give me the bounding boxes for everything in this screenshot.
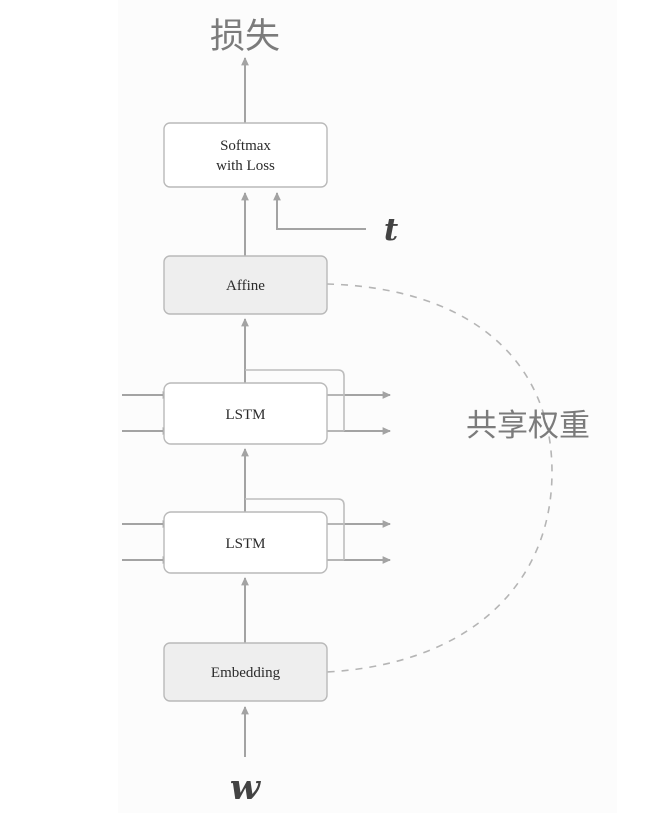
connector-lstm-lower-bracket <box>245 498 345 560</box>
block-softmax-with-loss[interactable]: Softmax with Loss <box>163 122 328 188</box>
block-lstm-upper-shape <box>163 382 328 445</box>
arrow-t-to-softmax <box>273 192 366 230</box>
block-softmax-with-loss-label-line2: with Loss <box>216 158 275 174</box>
block-embedding-shape <box>163 642 328 702</box>
block-embedding-label: Embedding <box>211 665 281 681</box>
connector-lstm-lower-branch <box>327 523 344 561</box>
block-affine-shape <box>163 255 328 315</box>
loss-output-label: 损失 <box>210 17 280 57</box>
block-softmax-with-loss-shape <box>163 122 328 188</box>
block-softmax-with-loss-label-line1: Softmax <box>220 138 271 154</box>
block-affine[interactable]: Affine <box>163 255 328 315</box>
block-lstm-lower-shape <box>163 511 328 574</box>
block-lstm-upper[interactable]: LSTM <box>163 382 328 445</box>
block-lstm-lower-label: LSTM <box>225 536 265 552</box>
block-lstm-upper-label: LSTM <box>225 407 265 423</box>
block-affine-label: Affine <box>226 278 265 294</box>
connector-lstm-upper-bracket <box>245 369 345 431</box>
connector-lstm-upper-branch <box>327 394 344 432</box>
input-word-symbol: w <box>230 767 262 808</box>
block-embedding[interactable]: Embedding <box>163 642 328 702</box>
shared-weight-annotation-label: 共享权重 <box>466 408 590 444</box>
block-lstm-lower[interactable]: LSTM <box>163 511 328 574</box>
teacher-signal-symbol: t <box>384 212 399 248</box>
